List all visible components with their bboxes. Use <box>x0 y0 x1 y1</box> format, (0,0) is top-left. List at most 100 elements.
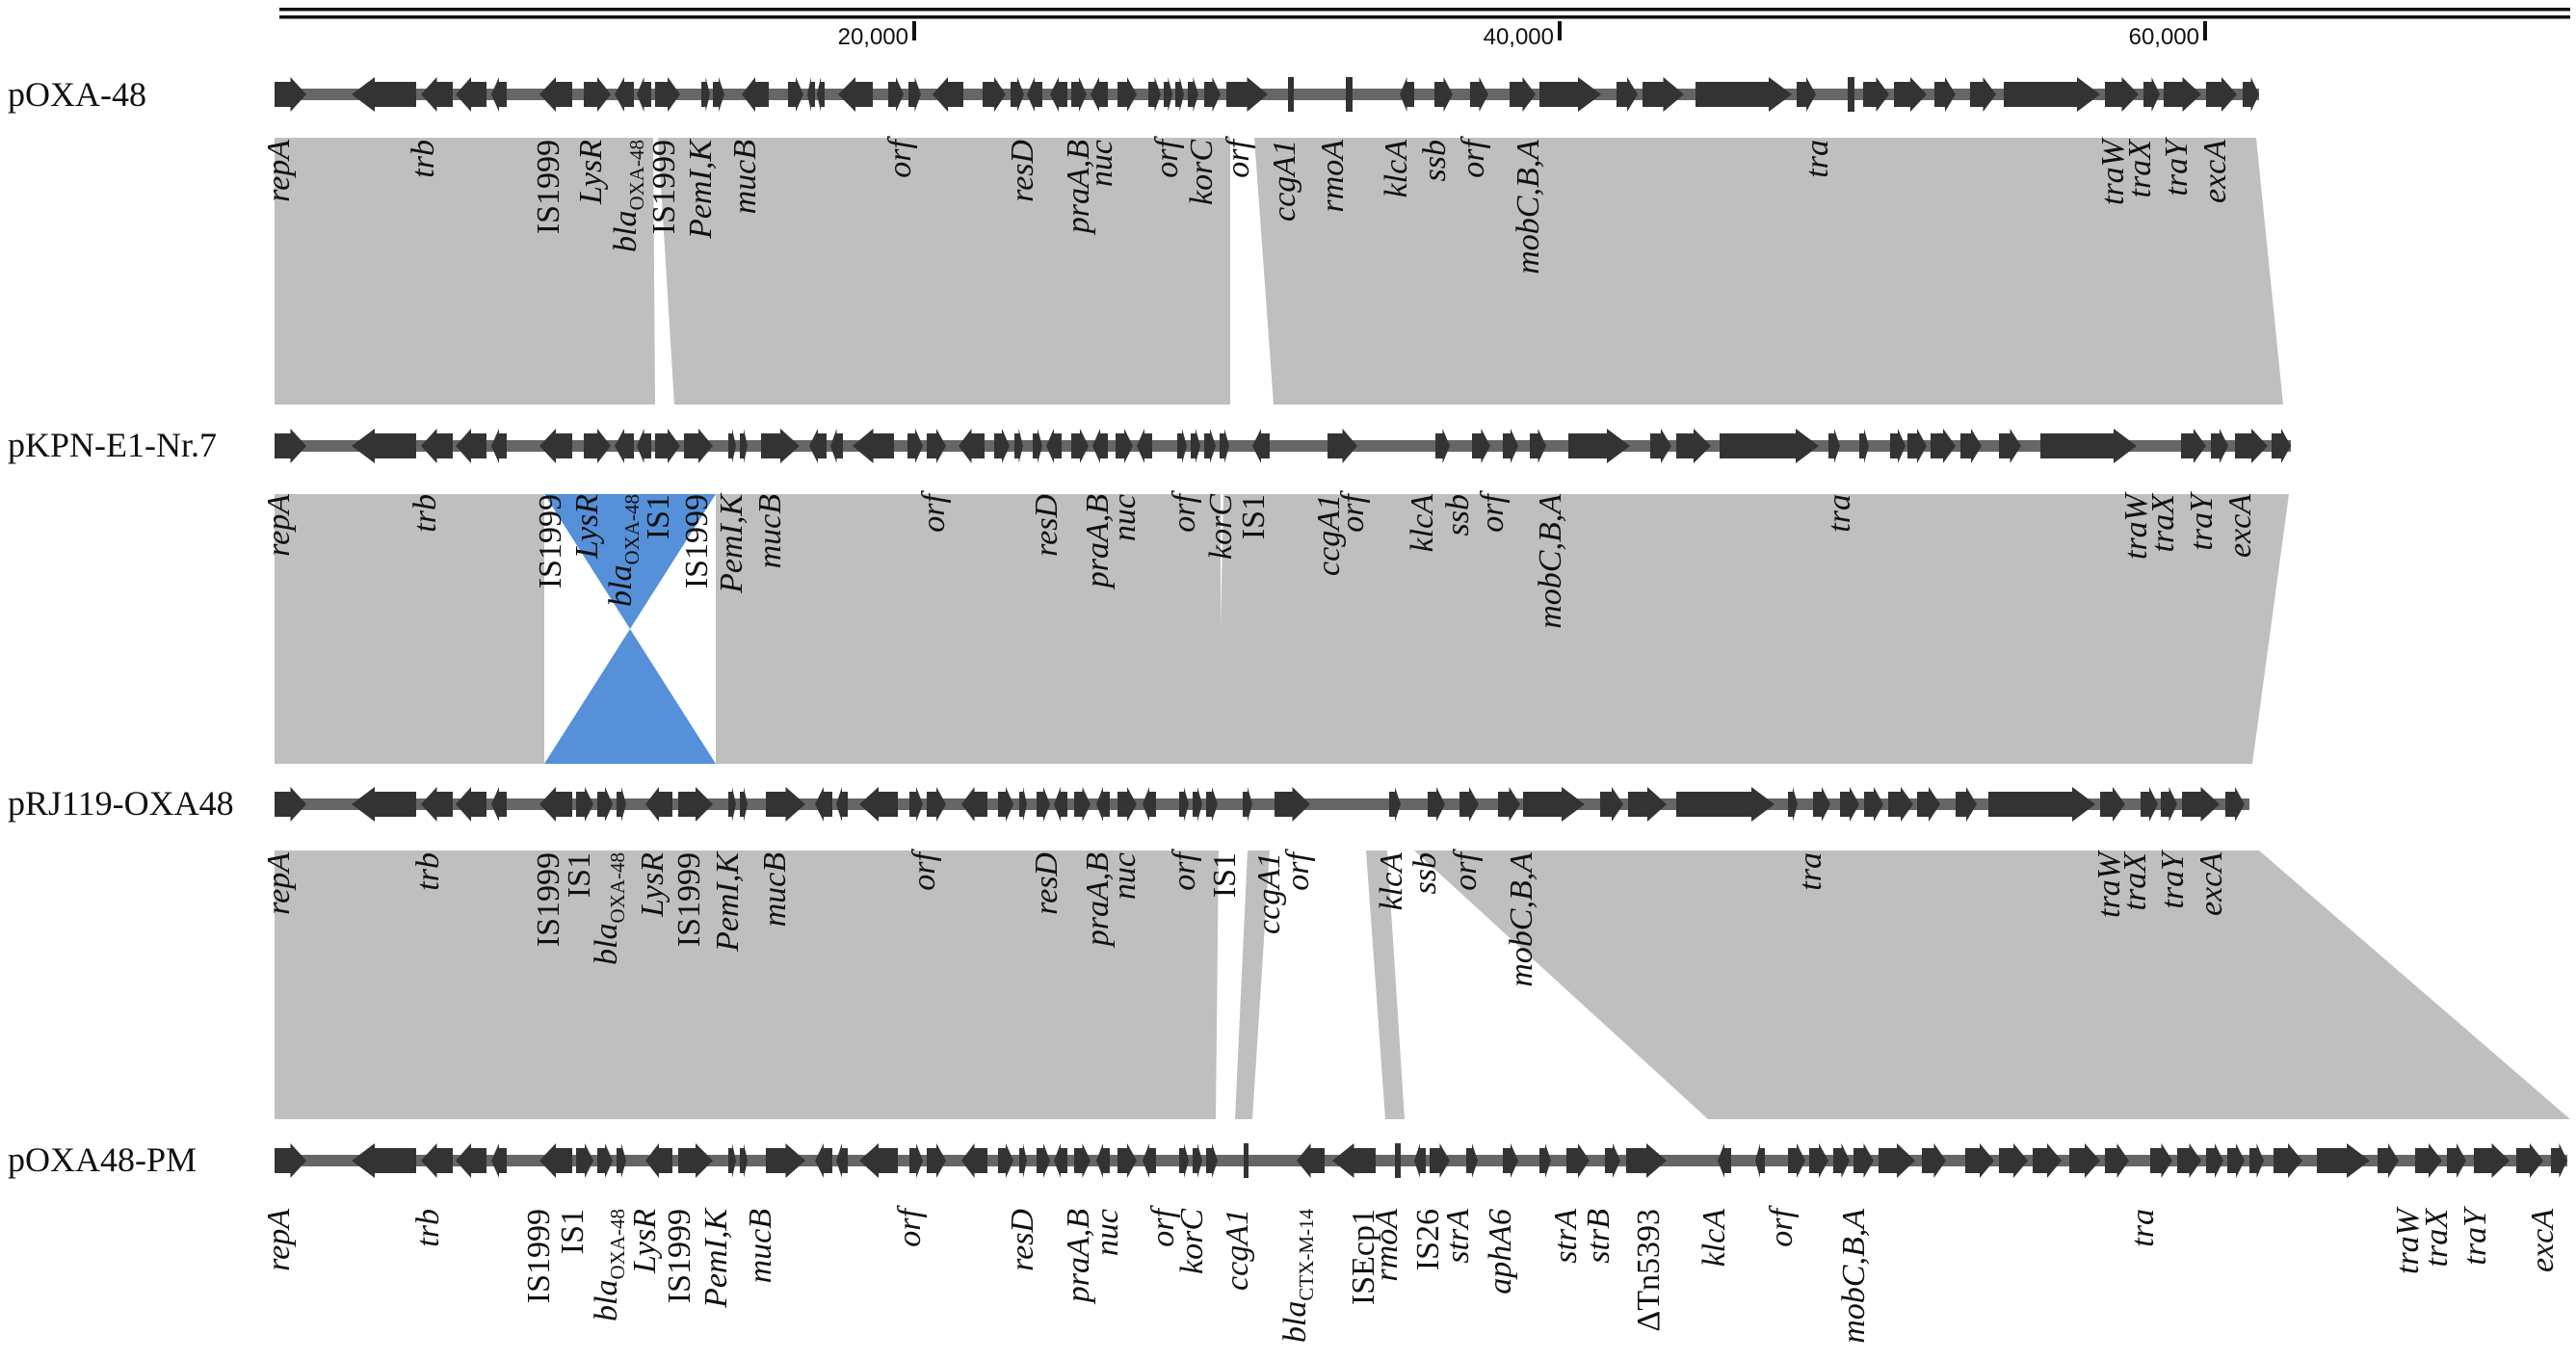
homology-ribbon <box>1254 138 2283 405</box>
gene-label: praA,B <box>1080 852 1116 949</box>
gene-label: strA <box>1548 1209 1584 1264</box>
gene-label-text: bla <box>603 565 639 607</box>
gene-arrow <box>1179 787 1189 822</box>
gene-arrow <box>597 787 613 822</box>
gene-label-text: trb <box>406 140 441 178</box>
gene-label-text: bla <box>608 211 644 252</box>
gene-label: orf <box>1280 848 1316 890</box>
gene-label-text: korC <box>1184 140 1220 205</box>
gene-arrow <box>615 77 634 112</box>
scale-line <box>279 15 2570 19</box>
gene-label: korC <box>1203 494 1239 560</box>
gene-arrow <box>1430 1143 1450 1178</box>
gene-label: LysR <box>573 140 609 205</box>
gene-label: orf <box>892 1204 928 1246</box>
homology-ribbon <box>1218 494 2289 764</box>
gene-arrow <box>617 787 626 822</box>
gene-arrow <box>576 1143 593 1178</box>
gene-arrow <box>352 787 416 822</box>
gene-label: IS1999 <box>521 1209 557 1303</box>
plasmid-backbone <box>275 440 2291 452</box>
gene-label-text: resD <box>1029 494 1065 557</box>
gene-arrow <box>1148 77 1161 112</box>
gene-arrow <box>1510 77 1536 112</box>
gene-arrow <box>1074 1143 1091 1178</box>
gene-arrow <box>2150 1143 2172 1178</box>
gene-label-text: strB <box>1581 1209 1617 1264</box>
gene-label-text: IS1999 <box>646 140 682 234</box>
gene-arrow <box>1011 77 1024 112</box>
gene-label-text: IS1999 <box>662 1209 697 1303</box>
plasmid-name: pOXA-48 <box>8 75 146 114</box>
gene-arrow <box>1539 77 1601 112</box>
gene-arrow <box>539 429 572 463</box>
gene-label: mobC,B,A <box>1836 1209 1872 1344</box>
scale-tick-label: 60,000 <box>2129 24 2199 50</box>
gene-label: IS1999 <box>679 494 715 588</box>
gene-label-text: orf <box>882 135 918 177</box>
gene-arrow <box>1037 1143 1050 1178</box>
gene-label-text: repA <box>261 494 297 557</box>
gene-arrow <box>1117 787 1137 822</box>
gene-arrow <box>1395 1143 1401 1178</box>
gene-arrow <box>421 787 453 822</box>
homology-ribbon <box>658 138 1230 405</box>
gene-arrow <box>1755 1143 1765 1178</box>
gene-label-text: resD <box>1005 1209 1040 1271</box>
gene-arrow <box>2040 429 2137 463</box>
gene-label-text: IS1999 <box>531 140 566 234</box>
gene-arrow <box>888 77 904 112</box>
gene-arrow <box>1999 1143 2028 1178</box>
gene-arrow <box>1297 1143 1325 1178</box>
gene-label: IS1 <box>1236 494 1272 539</box>
gene-arrow <box>1922 1143 1946 1178</box>
gene-label-text: mobC,B,A <box>1511 140 1546 275</box>
gene-label: orf <box>1167 489 1202 532</box>
scale-line <box>279 8 2570 12</box>
gene-arrow <box>983 77 1006 112</box>
gene-arrow <box>2161 787 2177 822</box>
plasmid-name: pKPN-E1-Nr.7 <box>8 426 217 464</box>
gene-arrow <box>1243 787 1252 822</box>
gene-arrow <box>655 429 680 463</box>
gene-arrow <box>1050 77 1067 112</box>
gene-label-text: excA <box>2222 494 2258 558</box>
gene-label-text: IS1999 <box>679 494 715 588</box>
gene-arrow <box>1096 787 1110 822</box>
gene-label-text: strA <box>1440 1209 1476 1264</box>
gene-arrow <box>1054 1143 1067 1178</box>
gene-arrow <box>1188 77 1198 112</box>
gene-label-text: korC <box>1203 494 1239 560</box>
gene-arrow <box>2141 787 2158 822</box>
gene-label-text: traW <box>2390 1206 2426 1274</box>
gene-arrow <box>597 1143 613 1178</box>
gene-arrow <box>1327 429 1357 463</box>
gene-arrow <box>1428 787 1445 822</box>
gene-label-text: tra <box>2125 1209 2161 1247</box>
gene-label-text: repA <box>261 1209 297 1271</box>
gene-label-text: traX <box>2419 1208 2455 1268</box>
gene-arrow <box>1400 77 1414 112</box>
gene-arrow <box>1859 429 1869 463</box>
inversion-ribbon-top <box>544 494 716 629</box>
gene-arrow <box>713 77 724 112</box>
gene-label: ccgA1 <box>1220 1209 1255 1291</box>
gene-arrow <box>1643 77 1684 112</box>
gene-label: klcA <box>1374 852 1409 911</box>
gene-arrow <box>2105 77 2139 112</box>
gene-label-text: bla <box>589 1280 624 1321</box>
gene-arrow <box>742 77 769 112</box>
gene-label-text: orf <box>1149 135 1185 177</box>
gene-arrow <box>1720 429 1819 463</box>
gene-arrow <box>859 1143 898 1178</box>
gene-label-subscript: OXA-48 <box>620 494 644 565</box>
plasmid-tracks <box>275 77 2567 1178</box>
gene-arrow <box>539 787 572 822</box>
gene-label-text: LysR <box>569 494 605 560</box>
gene-arrow <box>275 787 306 822</box>
gene-arrow <box>998 1143 1013 1178</box>
gene-label-text: mobC,B,A <box>1836 1209 1872 1344</box>
gene-label: traY <box>2184 491 2220 551</box>
gene-arrow <box>1054 787 1067 822</box>
gene-arrow <box>908 77 921 112</box>
